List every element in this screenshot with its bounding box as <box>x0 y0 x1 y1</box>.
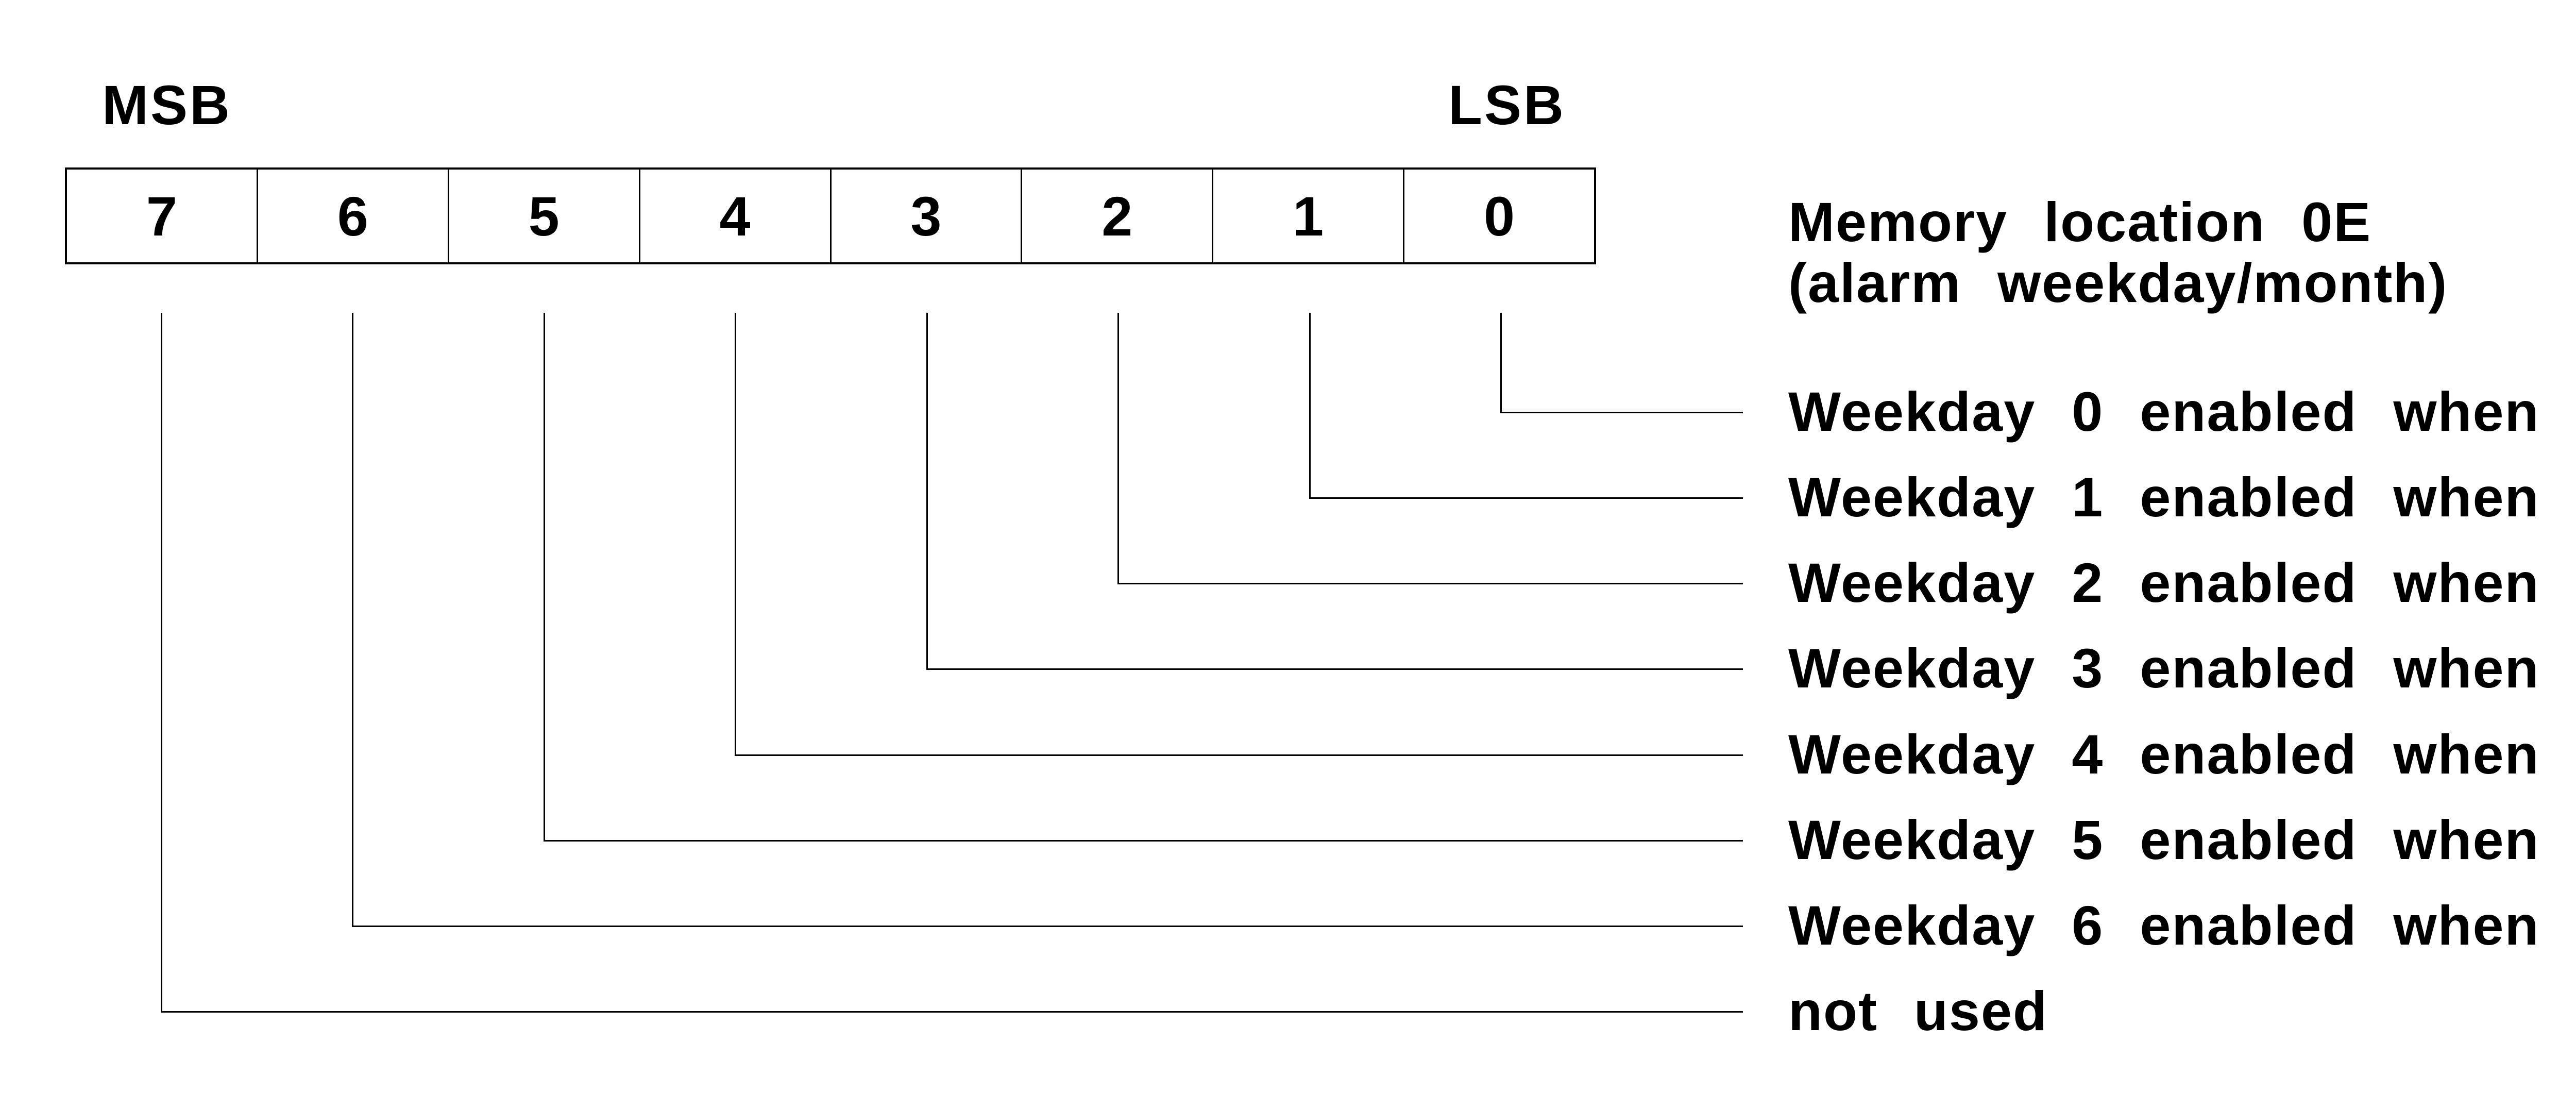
bit-cell-1: 1 <box>1213 170 1405 262</box>
bit-description-2: Weekday 2 enabled when set <box>1788 551 2576 614</box>
bit-cell-4: 4 <box>640 170 832 262</box>
bit-description-3: Weekday 3 enabled when set <box>1788 637 2576 700</box>
bit-cell-7: 7 <box>67 170 258 262</box>
bit-connector-3 <box>926 313 1743 670</box>
msb-label: MSB <box>102 74 232 136</box>
bit-connector-6 <box>352 313 1743 927</box>
memory-location-note: Memory location 0E (alarm weekday/month) <box>1788 192 2448 313</box>
bit-description-5: Weekday 5 enabled when set <box>1788 808 2576 871</box>
bit-cell-5: 5 <box>449 170 640 262</box>
bit-cell-6: 6 <box>258 170 449 262</box>
bit-connector-7 <box>160 313 1743 1013</box>
bit-description-0: Weekday 0 enabled when set <box>1788 380 2576 443</box>
bit-cell-3: 3 <box>832 170 1023 262</box>
bit-connector-0 <box>1500 313 1743 413</box>
bit-connector-1 <box>1309 313 1743 499</box>
bit-connector-5 <box>543 313 1743 842</box>
bit-connector-4 <box>735 313 1743 756</box>
bit-cell-0: 0 <box>1484 184 1515 247</box>
bit-description-6: Weekday 6 enabled when set <box>1788 894 2576 956</box>
lsb-label: LSB <box>1448 74 1566 136</box>
bit-connector-2 <box>1117 313 1743 585</box>
bit-description-4: Weekday 4 enabled when set <box>1788 722 2576 785</box>
memory-location-note-line2: (alarm weekday/month) <box>1788 251 2448 314</box>
bit-cell-2: 2 <box>1022 170 1214 262</box>
bit-description-1: Weekday 1 enabled when set <box>1788 466 2576 529</box>
bit-description-7: not used <box>1788 979 2048 1042</box>
memory-location-note-line1: Memory location 0E <box>1788 191 2372 253</box>
